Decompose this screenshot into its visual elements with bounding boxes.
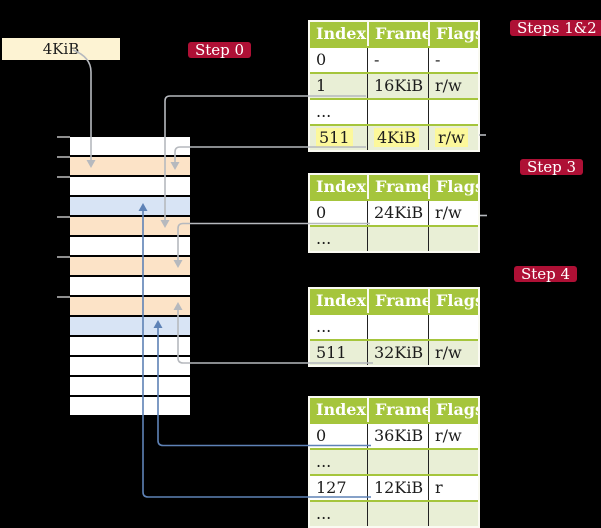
col-header-flags: Flags xyxy=(428,398,478,422)
cell-frame xyxy=(367,227,428,251)
cell-flags: r/w xyxy=(428,126,478,150)
table-row: 1 16KiB r/w xyxy=(310,72,478,98)
memory-row-4 xyxy=(70,217,190,235)
col-header-frame: Frame xyxy=(367,22,428,46)
memory-row-3 xyxy=(70,197,190,215)
memory-tick xyxy=(57,216,70,218)
col-header-index: Index xyxy=(316,24,367,43)
highlight: r/w xyxy=(435,128,468,147)
cell-flags: - xyxy=(428,48,478,72)
memory-row-5 xyxy=(70,237,190,255)
cell-flags: r xyxy=(428,476,478,500)
cell-frame: 36KiB xyxy=(367,424,428,448)
cell-index: 511 xyxy=(310,126,367,150)
page-table-step-3: Index Frame Flags 0 24KiB r/w ... xyxy=(308,173,480,253)
col-header-index: Index xyxy=(316,291,367,310)
memory-tick xyxy=(57,136,70,138)
cell-frame xyxy=(367,450,428,474)
cell-index: ... xyxy=(316,229,332,248)
page-table-steps-1-2: Index Frame Flags 0 - - 1 16KiB r/w ... … xyxy=(308,20,480,152)
table-row: 0 36KiB r/w xyxy=(310,422,478,448)
table-row: 511 32KiB r/w xyxy=(310,339,478,365)
table-header: Index Frame Flags xyxy=(310,398,478,422)
cell-index: 0 xyxy=(316,426,327,445)
col-header-frame: Frame xyxy=(367,175,428,199)
cell-index: 127 xyxy=(316,478,347,497)
col-header-index: Index xyxy=(316,177,367,196)
table-header: Index Frame Flags xyxy=(310,289,478,313)
cell-index: 511 xyxy=(316,343,347,362)
cell-frame: 12KiB xyxy=(367,476,428,500)
cell-index: ... xyxy=(316,102,332,121)
col-header-flags: Flags xyxy=(428,22,478,46)
memory-tick xyxy=(57,156,70,158)
memory-tick xyxy=(57,256,70,258)
memory-row-10 xyxy=(70,337,190,355)
badge-step-4: Step 4 xyxy=(514,266,578,282)
cell-index: ... xyxy=(316,317,332,336)
cell-flags: r/w xyxy=(428,341,478,365)
memory-row-13 xyxy=(70,397,190,415)
cell-flags xyxy=(428,502,478,526)
cell-frame xyxy=(367,502,428,526)
col-header-frame: Frame xyxy=(367,289,428,313)
table-row: 0 - - xyxy=(310,46,478,72)
cell-flags: r/w xyxy=(428,424,478,448)
cell-frame xyxy=(367,100,428,124)
cell-frame: 4KiB xyxy=(367,126,428,150)
cell-flags: r/w xyxy=(428,201,478,225)
cell-flags xyxy=(428,450,478,474)
col-header-flags: Flags xyxy=(428,175,478,199)
cell-flags xyxy=(428,315,478,339)
memory-row-8 xyxy=(70,297,190,315)
table-row: 0 24KiB r/w xyxy=(310,199,478,225)
cell-flags: r/w xyxy=(428,74,478,98)
table-row: ... xyxy=(310,500,478,526)
memory-row-11 xyxy=(70,357,190,375)
memory-row-0 xyxy=(70,137,190,155)
badge-steps-1-2: Steps 1&2 xyxy=(510,20,601,36)
memory-row-1 xyxy=(70,157,190,175)
table-row: ... xyxy=(310,313,478,339)
table-row: ... xyxy=(310,225,478,251)
col-header-frame: Frame xyxy=(367,398,428,422)
frame-4kib-box: 4KiB xyxy=(2,38,120,60)
physical-memory-strip xyxy=(70,137,190,417)
page-table-step-4-lower: Index Frame Flags 0 36KiB r/w ... 127 12… xyxy=(308,396,480,528)
cell-index: 0 xyxy=(316,203,327,222)
table-row: ... xyxy=(310,448,478,474)
highlight: 4KiB xyxy=(374,128,420,147)
table-row: ... xyxy=(310,98,478,124)
cell-flags xyxy=(428,100,478,124)
cell-index: ... xyxy=(316,452,332,471)
cell-frame: 24KiB xyxy=(367,201,428,225)
cell-index: 1 xyxy=(316,76,327,95)
table-header: Index Frame Flags xyxy=(310,22,478,46)
cell-flags xyxy=(428,227,478,251)
memory-tick xyxy=(57,176,70,178)
cell-frame: - xyxy=(367,48,428,72)
page-table-step-4-upper: Index Frame Flags ... 511 32KiB r/w xyxy=(308,287,480,367)
table-row-highlighted: 511 4KiB r/w xyxy=(310,124,478,150)
memory-tick xyxy=(57,296,70,298)
badge-step-0: Step 0 xyxy=(188,42,252,58)
cell-frame: 32KiB xyxy=(367,341,428,365)
memory-row-12 xyxy=(70,377,190,395)
memory-row-2 xyxy=(70,177,190,195)
cell-index: ... xyxy=(316,504,332,523)
highlight: 511 xyxy=(316,128,353,147)
memory-row-6 xyxy=(70,257,190,275)
cell-frame: 16KiB xyxy=(367,74,428,98)
table-header: Index Frame Flags xyxy=(310,175,478,199)
memory-row-9 xyxy=(70,317,190,335)
table-row: 127 12KiB r xyxy=(310,474,478,500)
col-header-flags: Flags xyxy=(428,289,478,313)
badge-step-3: Step 3 xyxy=(520,159,584,175)
cell-index: 0 xyxy=(316,50,327,69)
col-header-index: Index xyxy=(316,400,367,419)
memory-row-7 xyxy=(70,277,190,295)
cell-frame xyxy=(367,315,428,339)
